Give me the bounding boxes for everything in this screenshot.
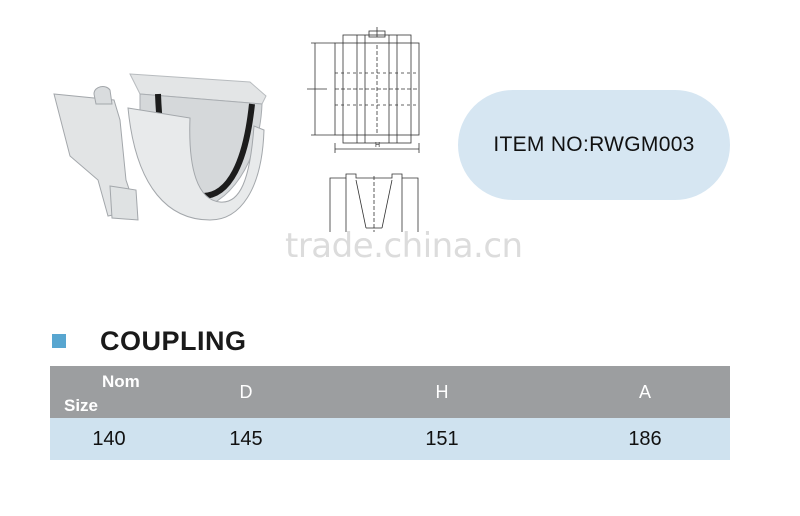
header-nom: Nom — [102, 372, 140, 391]
technical-drawing-top — [329, 173, 419, 232]
cell-a: 186 — [560, 418, 730, 460]
technical-drawing-side: H — [307, 27, 420, 153]
table-row: 140 145 151 186 — [50, 418, 730, 460]
header-a: A — [560, 366, 730, 418]
item-number-text: ITEM NO:RWGM003 — [493, 133, 695, 156]
item-number-badge: ITEM NO:RWGM003 — [458, 90, 730, 200]
cell-d: 145 — [168, 418, 324, 460]
table-header-row: Nom Size D H A — [50, 366, 730, 418]
section-title: COUPLING — [100, 326, 247, 356]
heading-marker — [52, 334, 66, 348]
watermark-text: trade.china.cn — [285, 226, 523, 266]
header-h: H — [324, 366, 560, 418]
header-nom-size: Nom Size — [50, 366, 168, 418]
dimension-label: H — [375, 142, 380, 149]
header-size: Size — [64, 396, 99, 415]
product-photo — [53, 73, 267, 221]
cell-h: 151 — [324, 418, 560, 460]
spec-table: Nom Size D H A 140 145 151 186 — [50, 366, 730, 460]
cell-nom-size: 140 — [50, 418, 168, 460]
header-d: D — [168, 366, 324, 418]
